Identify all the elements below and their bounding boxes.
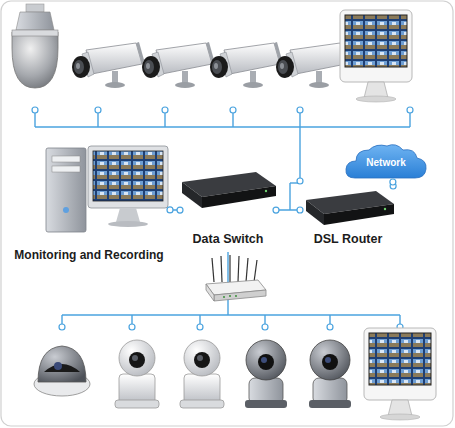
bottom-bus bbox=[62, 252, 400, 325]
cloud-outline bbox=[346, 145, 426, 178]
monitoring-station: Monitoring and Recording bbox=[8, 138, 170, 264]
box-camera bbox=[72, 42, 144, 88]
ptz-camera bbox=[245, 340, 287, 408]
node-label: DSL Router bbox=[314, 232, 383, 247]
ptz-camera bbox=[115, 340, 159, 408]
monitor bbox=[364, 328, 436, 420]
dome-camera bbox=[12, 4, 58, 88]
junction-dot bbox=[273, 207, 279, 213]
junction-dot bbox=[177, 207, 183, 213]
network-link bbox=[276, 209, 300, 210]
junction-dot bbox=[390, 179, 396, 185]
monitor bbox=[340, 10, 412, 102]
router-device bbox=[306, 191, 394, 225]
node-label: Data Switch bbox=[193, 232, 264, 247]
ptz-camera bbox=[180, 340, 224, 408]
box-camera bbox=[276, 42, 348, 88]
junction-dot bbox=[297, 207, 303, 213]
box-camera bbox=[210, 42, 282, 88]
wireless-access-point bbox=[206, 255, 266, 301]
monitoring-pc bbox=[46, 146, 168, 232]
network-link bbox=[392, 182, 394, 186]
junction-dots bbox=[59, 324, 403, 330]
junction-dot bbox=[167, 207, 173, 213]
network-link bbox=[170, 209, 180, 210]
network-cloud: Network bbox=[343, 142, 429, 182]
node-label: Network bbox=[366, 155, 405, 170]
router-box: DSL Router bbox=[300, 186, 396, 248]
junction-dot bbox=[390, 183, 396, 189]
switch-device bbox=[182, 172, 276, 208]
dome-camera bbox=[34, 346, 90, 396]
node-label: Monitoring and Recording bbox=[14, 248, 163, 263]
switch-box: Data Switch bbox=[180, 166, 276, 248]
ptz-camera bbox=[309, 340, 351, 408]
box-camera bbox=[142, 42, 214, 88]
